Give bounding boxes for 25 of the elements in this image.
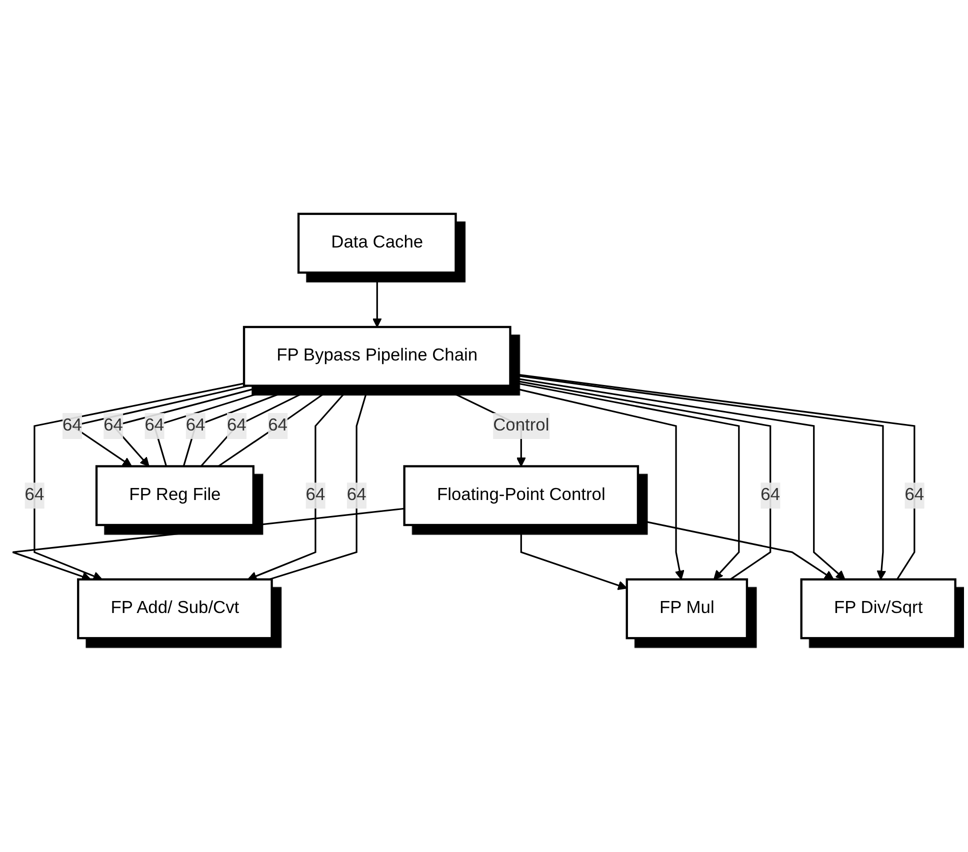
edge-label: 64 xyxy=(186,416,206,435)
node-box: FP Mul xyxy=(626,578,748,640)
node-box: Data Cache xyxy=(297,212,457,274)
arrow xyxy=(520,525,628,590)
edge-label: Control xyxy=(493,416,550,435)
edge-label: 64 xyxy=(62,416,82,435)
arrow xyxy=(269,385,371,580)
edge-label: 64 xyxy=(306,486,326,504)
edge-label: 64 xyxy=(144,416,164,435)
edge-label: 64 xyxy=(904,486,924,504)
arrow xyxy=(200,385,318,467)
edge-label: 64 xyxy=(760,486,780,504)
edge-label: 64 xyxy=(268,416,288,435)
edge-label: 64 xyxy=(226,416,246,435)
edge-label: 64 xyxy=(104,416,123,435)
node-box: FP Div/Sqrt xyxy=(800,578,956,640)
node-box: Floating-Point Control xyxy=(403,465,640,526)
arrow xyxy=(638,519,834,580)
edge-label: 64 xyxy=(346,486,366,504)
node-box: FP Add/ Sub/Cvt xyxy=(77,578,273,640)
arrow xyxy=(218,385,336,467)
edge-label: 64 xyxy=(24,486,44,504)
arrow xyxy=(372,272,382,328)
node-box: FP Reg File xyxy=(95,465,254,526)
node-box: FP Bypass Pipeline Chain xyxy=(242,326,512,387)
